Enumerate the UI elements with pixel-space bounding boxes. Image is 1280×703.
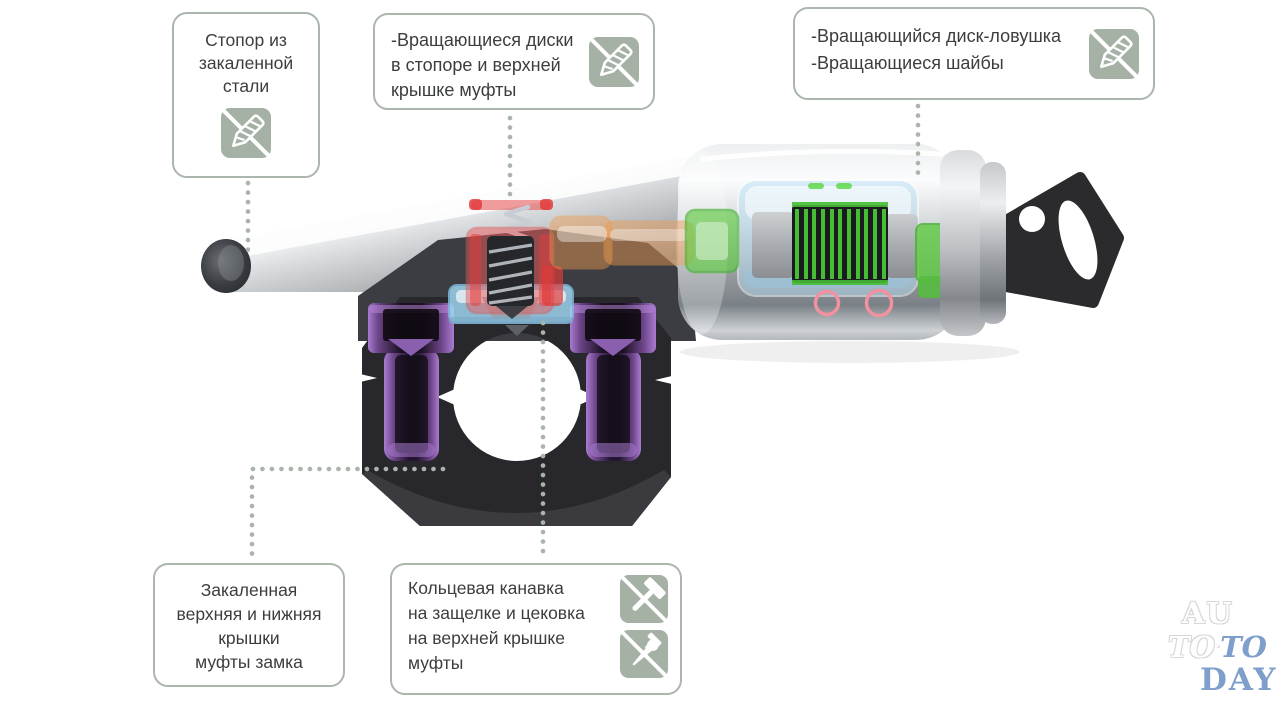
callout-text: крышки xyxy=(218,628,280,648)
callout-text: -Вращающийся диск-ловушка xyxy=(811,26,1062,46)
watermark-logo: AU TO·TO DAY xyxy=(1168,597,1280,697)
callout-text: Закаленная xyxy=(200,580,298,600)
blade-tip xyxy=(201,239,251,293)
callout-rotating-discs: -Вращающиеся диски в стопоре и верхней к… xyxy=(373,13,655,110)
anti-drill-icon xyxy=(588,36,640,88)
green-washer-ring xyxy=(684,208,740,274)
trap-rings xyxy=(813,288,894,318)
connector-hardened-covers xyxy=(249,466,446,561)
callout-text: закаленной xyxy=(198,53,294,73)
watermark-line2: TO·TO xyxy=(1168,630,1267,664)
anti-hammer-icon xyxy=(619,574,669,624)
callout-trap-disc: -Вращающийся диск-ловушка -Вращающиеся ш… xyxy=(793,7,1155,100)
callout-text: стали xyxy=(222,76,270,96)
coupling-slit-left xyxy=(356,373,377,383)
lock-spring xyxy=(752,183,918,285)
callout-ring-groove: Кольцевая канавка на защелке и цековка н… xyxy=(390,563,682,695)
callout-text: на защелке и цековка xyxy=(408,603,585,623)
callout-text: верхняя и нижняя xyxy=(176,604,322,624)
callout-text: Кольцевая канавка xyxy=(408,578,564,598)
callout-hardened-covers: Закаленная верхняя и нижняя крышки муфты… xyxy=(153,563,345,687)
callout-stopper: Стопор из закаленной стали xyxy=(172,12,320,178)
cylinder-end-cap xyxy=(940,150,1006,336)
callout-text: муфты xyxy=(408,653,464,673)
key xyxy=(976,172,1124,308)
key-hole-oval xyxy=(1058,200,1098,280)
callout-text: на верхней крышке xyxy=(408,628,566,648)
stopper-top-bar xyxy=(471,200,551,210)
watermark-line1: AU xyxy=(1182,596,1234,630)
callout-text: Стопор из xyxy=(205,30,287,50)
callout-text: -Вращающиеся диски xyxy=(391,30,574,50)
anti-drill-icon xyxy=(1088,28,1140,80)
coupling-notch-left xyxy=(437,389,455,405)
anti-punch-icon xyxy=(619,629,669,679)
shaft xyxy=(549,215,695,270)
watermark-line3: DAY xyxy=(1200,662,1278,698)
stopper xyxy=(465,199,563,319)
stopper-coil-spring xyxy=(487,236,534,306)
coupling-bottom-bevel xyxy=(362,470,671,526)
callout-text: -Вращающиеся шайбы xyxy=(811,53,1004,73)
key-hole-round xyxy=(1019,206,1045,232)
stopper-tab xyxy=(542,266,563,306)
callout-text: в стопоре и верхней xyxy=(391,55,561,75)
anti-drill-icon xyxy=(220,107,272,159)
blade-top-highlight xyxy=(219,157,693,258)
cylinder-shadow xyxy=(680,341,1020,363)
callout-text: муфты замка xyxy=(195,652,303,672)
callout-text: крышке муфты xyxy=(391,80,517,100)
coupling-slit-right xyxy=(655,375,676,385)
